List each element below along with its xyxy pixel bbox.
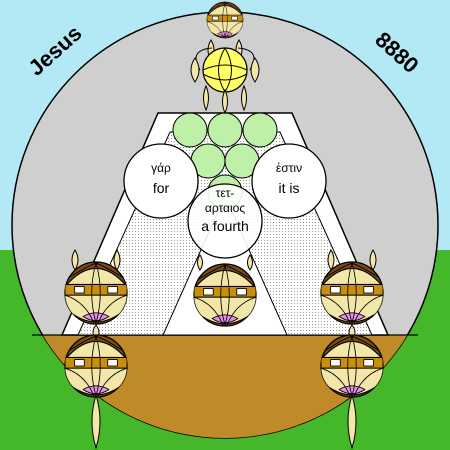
right-upper-face bbox=[320, 261, 384, 325]
word-circle-center: τετ- αρταιος a fourth bbox=[187, 183, 263, 259]
word-circle-left: γάρ for bbox=[123, 143, 199, 219]
green-ball-stack bbox=[172, 112, 278, 210]
right-lower-face bbox=[320, 334, 384, 398]
faces bbox=[64, 249, 384, 450]
leaf-shape bbox=[197, 254, 203, 271]
leaf-shape bbox=[250, 57, 260, 83]
word-center-greek-1: τετ- bbox=[216, 186, 235, 200]
word-center-greek-2: αρταιος bbox=[205, 201, 245, 215]
green-ball bbox=[242, 112, 278, 148]
leaf-shape bbox=[347, 393, 357, 450]
leaf-shape bbox=[190, 57, 200, 83]
word-left-english: for bbox=[153, 180, 170, 196]
word-right-english: it is bbox=[279, 180, 300, 196]
green-ball bbox=[172, 112, 208, 148]
word-right-greek: ἐστιν bbox=[276, 161, 302, 175]
top-face bbox=[206, 1, 244, 39]
left-upper-face bbox=[64, 261, 128, 325]
leaf-shape bbox=[203, 84, 209, 112]
left-lower-face bbox=[64, 334, 128, 398]
leaf-shape bbox=[222, 88, 228, 115]
leaf-shape bbox=[91, 393, 101, 450]
top-figure bbox=[190, 1, 260, 115]
leaf-shape bbox=[241, 84, 247, 112]
leaf-shape bbox=[247, 254, 253, 271]
word-left-greek: γάρ bbox=[151, 161, 171, 175]
word-center-english: a fourth bbox=[201, 218, 248, 234]
green-ball bbox=[207, 112, 243, 148]
yellow-sphere bbox=[202, 47, 248, 93]
center-face bbox=[193, 263, 257, 327]
word-circle-right: ἐστιν it is bbox=[251, 143, 327, 219]
